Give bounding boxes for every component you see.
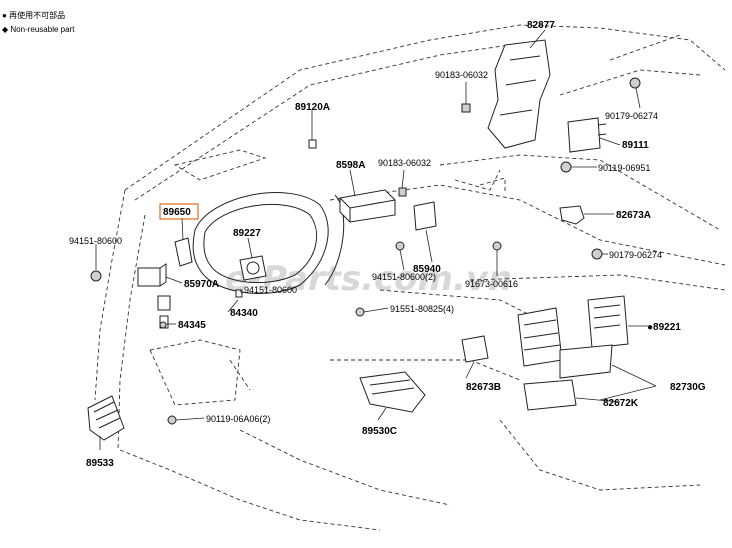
clip-91673-00616 [492, 241, 502, 251]
label-90179-06274-a: 90179-06274 [605, 111, 658, 121]
label-89533: 89533 [86, 458, 114, 469]
label-91673-00616: 91673-00616 [465, 279, 518, 289]
label-91551-80825: 91551-80825(4) [390, 304, 454, 314]
label-89227: 89227 [233, 228, 261, 239]
label-82730g: 82730G [670, 382, 706, 393]
label-84345: 84345 [178, 320, 206, 331]
nut-94151-80600-a [90, 270, 102, 282]
part-82673b [461, 335, 489, 363]
label-94151-80600-c: 94151-80600 [244, 285, 297, 295]
screw-84345 [159, 321, 167, 329]
label-8598a: 8598A [336, 160, 365, 171]
bolt-91551-80825 [355, 307, 365, 317]
part-85970a [137, 263, 167, 287]
label-85970a: 85970A [184, 279, 219, 290]
part-89650 [174, 237, 193, 267]
clip-89120a [308, 139, 317, 149]
part-82673a [559, 205, 585, 225]
label-89650: 89650 [163, 207, 191, 218]
label-94151-80600-b: 94151-80600(2) [372, 272, 436, 282]
label-90179-06274-b: 90179-06274 [609, 250, 662, 260]
part-85940 [413, 201, 437, 231]
part-89227 [239, 255, 267, 281]
label-90119-06951: 90119-06951 [598, 163, 650, 173]
clip-90183-06032-a [461, 103, 471, 113]
part-82730g [517, 307, 613, 379]
label-90183-06032-a: 90183-06032 [435, 70, 488, 80]
label-89111: 89111 [622, 140, 649, 151]
part-labels: 82877 90183-06032 90179-06274 89111 8912… [69, 20, 706, 469]
part-89530c [359, 371, 426, 413]
highlight-box-89650 [159, 203, 199, 220]
label-89221: ●89221 [647, 322, 681, 333]
label-89530c: 89530C [362, 426, 397, 437]
label-82673a: 82673A [616, 210, 651, 221]
label-82672k: 82672K [603, 398, 639, 409]
part-8598a [339, 189, 396, 223]
label-90119-06a06: 90119-06A06(2) [206, 414, 270, 424]
fasteners [90, 77, 641, 425]
dashboard-outline [94, 24, 726, 531]
part-89111 [567, 117, 607, 153]
label-82673b: 82673B [466, 382, 501, 393]
legend-line-en: ◆ Non-reusable part [2, 25, 75, 34]
clip-90179-06274-b [591, 248, 603, 260]
label-94151-80600-a: 94151-80600 [69, 236, 122, 246]
bolt-90119-06a06 [167, 415, 177, 425]
bolt-90119-06951 [560, 161, 572, 173]
clip-90179-06274-a [629, 77, 641, 89]
label-84340: 84340 [230, 308, 258, 319]
label-85940: 85940 [413, 264, 441, 275]
legend-line-jp: ● 再使用不可部品 [2, 10, 65, 20]
clip-90183-06032-b [398, 187, 407, 197]
label-89120a: 89120A [295, 102, 330, 113]
part-82672k [523, 379, 577, 411]
part-89533 [87, 395, 125, 441]
part-82877 [487, 39, 551, 149]
nut-94151-80600-c [235, 289, 243, 298]
part-89221 [587, 295, 629, 349]
nut-94151-80600-b [395, 241, 405, 251]
steering-wheel [192, 192, 345, 294]
label-82877: 82877 [527, 20, 555, 31]
leader-lines [95, 29, 657, 450]
label-90183-06032-b: 90183-06032 [378, 158, 431, 168]
